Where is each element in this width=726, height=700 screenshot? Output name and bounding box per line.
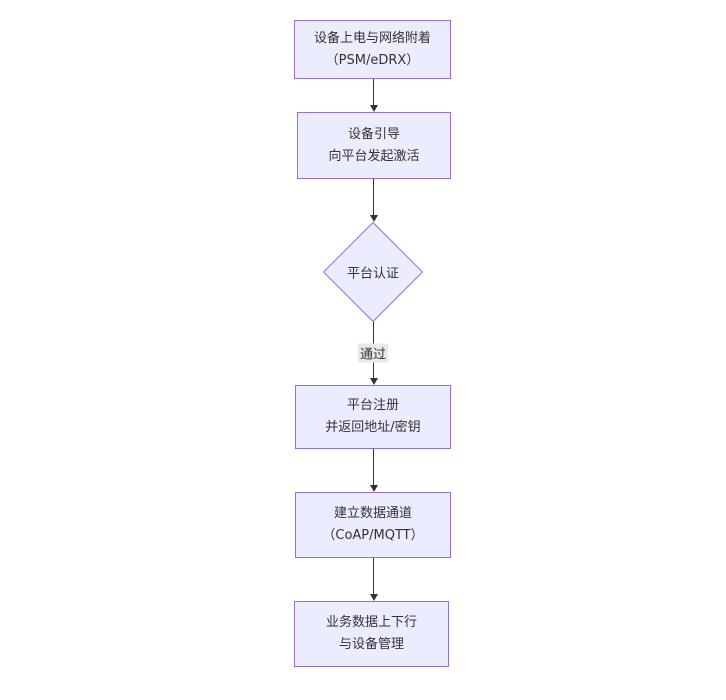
flow-node-data-channel: 建立数据通道 （CoAP/MQTT） [295,492,451,558]
edge-arrow [369,79,378,112]
edge-arrow [369,449,378,492]
node-text-line: 平台注册 [346,398,399,413]
edge-arrow [369,179,378,222]
node-text-line: 业务数据上下行 [325,615,417,630]
edge-line [373,79,374,105]
flow-node-power-attach: 设备上电与网络附着 （PSM/eDRX） [294,20,451,79]
edge-line [373,179,374,215]
node-text-line: 与设备管理 [338,637,404,652]
node-text-line: 并返回地址/密钥 [325,420,421,435]
arrowhead-icon [369,378,378,385]
arrowhead-icon [369,215,378,222]
edge-arrow [369,558,378,601]
node-text-line: 平台认证 [346,266,400,282]
flow-node-platform-register: 平台注册 并返回地址/密钥 [295,385,451,449]
arrowhead-icon [369,485,378,492]
node-text-line: 设备上电与网络附着 [313,30,431,46]
flow-node-bootstrap: 设备引导 向平台发起激活 [297,112,451,179]
edge-label-pass: 通过 [357,343,389,363]
arrowhead-icon [369,105,378,112]
arrowhead-icon [369,594,378,601]
edge-line [373,449,374,485]
node-text-line: （PSM/eDRX） [325,52,420,68]
node-text-line: 设备引导 [347,126,400,142]
node-text-line: （CoAP/MQTT） [322,528,424,543]
flow-node-platform-auth: 平台认证 [322,221,424,323]
edge-line [373,558,374,594]
node-text-line: 向平台发起激活 [328,148,420,164]
flow-node-business-data: 业务数据上下行 与设备管理 [294,601,449,667]
node-text-line: 建立数据通道 [333,506,412,521]
